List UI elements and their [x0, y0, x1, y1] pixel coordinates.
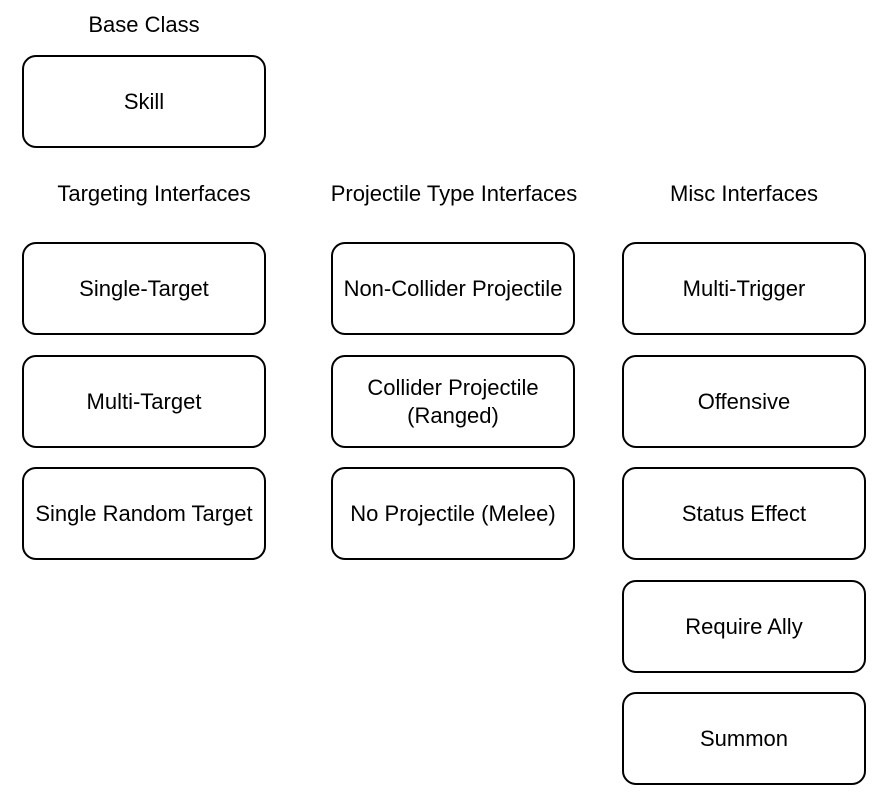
status-effect-box: Status Effect — [622, 467, 866, 560]
skill-box: Skill — [22, 55, 266, 148]
no-projectile-box: No Projectile (Melee) — [331, 467, 575, 560]
projectile-type-interfaces-heading: Projectile Type Interfaces — [330, 181, 578, 206]
base-class-heading: Base Class — [88, 12, 200, 37]
misc-interfaces-heading: Misc Interfaces — [670, 181, 818, 206]
targeting-interfaces-heading: Targeting Interfaces — [57, 181, 251, 206]
require-ally-box: Require Ally — [622, 580, 866, 673]
offensive-box: Offensive — [622, 355, 866, 448]
non-collider-projectile-box: Non-Collider Projectile — [331, 242, 575, 335]
multi-target-box: Multi-Target — [22, 355, 266, 448]
collider-projectile-box: Collider Projectile (Ranged) — [331, 355, 575, 448]
summon-box: Summon — [622, 692, 866, 785]
single-random-target-box: Single Random Target — [22, 467, 266, 560]
multi-trigger-box: Multi-Trigger — [622, 242, 866, 335]
single-target-box: Single-Target — [22, 242, 266, 335]
